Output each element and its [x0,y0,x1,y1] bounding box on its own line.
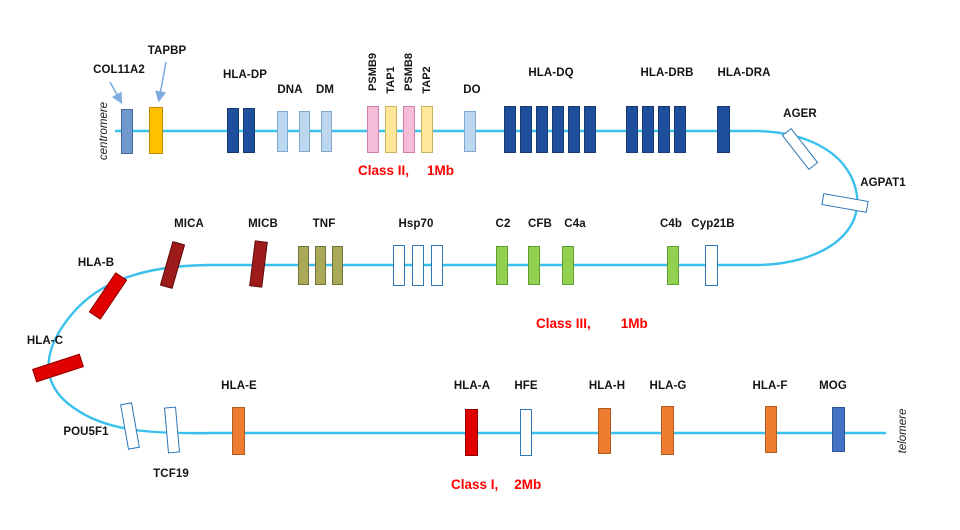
gene-tap1-box [385,106,397,153]
class-iii-region-label: Class III, 1Mb [536,316,648,331]
telomere-label: telomere [897,408,909,454]
gene-hla-drb-box-4 [674,106,686,153]
gene-dna-label: DNA [277,84,303,96]
gene-hla-f-label: HLA-F [752,380,788,392]
gene-hla-g-label: HLA-G [649,380,687,392]
gene-tnf-box-3 [332,246,343,285]
gene-hla-b-label: HLA-B [77,257,115,269]
col11a2-pointer-arrow [109,81,123,105]
gene-micb-label: MICB [248,218,278,230]
class-ii-size: 1Mb [427,163,455,178]
gene-col11a2-box [121,109,133,154]
gene-c4b-box [667,246,679,285]
gene-c2-box [496,246,508,285]
gene-tap1-label: TAP1 [385,66,397,94]
gene-c4a-label: C4a [564,218,586,230]
gene-tnf-label: TNF [312,218,336,230]
gene-hla-e-box [232,407,245,455]
gene-hla-c-label: HLA-C [26,335,64,347]
gene-hla-f-box [765,406,777,453]
gene-tnf-box-2 [315,246,326,285]
gene-cfb-label: CFB [528,218,552,230]
gene-psmb9-box [367,106,379,153]
gene-dna-box-2 [299,111,310,152]
gene-mica-label: MICA [174,218,204,230]
gene-hla-dq-box-3 [536,106,548,153]
gene-psmb8-label: PSMB8 [403,53,415,91]
gene-psmb9-label: PSMB9 [367,53,379,91]
gene-hla-dra-box [717,106,730,153]
gene-psmb8-box [403,106,415,153]
gene-dm-label: DM [315,84,335,96]
gene-hla-drb-box-1 [626,106,638,153]
gene-hla-dq-box-5 [568,106,580,153]
gene-hsp70-box-3 [431,245,443,286]
gene-c2-label: C2 [495,218,511,230]
gene-agpat1-label: AGPAT1 [860,177,906,189]
gene-hla-dq-box-6 [584,106,596,153]
gene-hla-g-box [661,406,674,455]
class-ii-name: Class II, [358,163,410,178]
chromosome-line [47,129,886,435]
gene-hla-a-box [465,409,478,456]
gene-hsp70-label: Hsp70 [398,218,434,230]
class-iii-size: 1Mb [620,316,648,331]
gene-hsp70-box-1 [393,245,405,286]
gene-pou5f1-label: POU5F1 [63,426,109,438]
gene-hla-e-label: HLA-E [221,380,257,392]
class-iii-name: Class III, [536,316,591,331]
gene-do-box [464,111,476,152]
class-ii-region-label: Class II, 1Mb [358,163,454,178]
gene-hla-dp-box-1 [227,108,239,153]
gene-tnf-box-1 [298,246,309,285]
gene-ager-label: AGER [783,108,817,120]
gene-tap2-label: TAP2 [421,66,433,94]
gene-hla-dq-box-1 [504,106,516,153]
gene-cfb-box [528,246,540,285]
gene-hla-h-label: HLA-H [588,380,626,392]
gene-mog-label: MOG [819,380,847,392]
class-i-region-label: Class I, 2Mb [451,477,541,492]
class-i-size: 2Mb [514,477,542,492]
class-i-name: Class I, [451,477,499,492]
gene-hfe-box [520,409,532,456]
gene-hla-drb-label: HLA-DRB [640,67,694,79]
gene-hla-drb-box-3 [658,106,670,153]
gene-hla-dq-box-2 [520,106,532,153]
gene-hla-dq-label: HLA-DQ [528,67,574,79]
gene-mog-box [832,407,845,452]
gene-hla-dp-label: HLA-DP [222,69,268,81]
gene-do-label: DO [463,84,481,96]
gene-hla-drb-box-2 [642,106,654,153]
gene-c4a-box [562,246,574,285]
gene-hfe-label: HFE [514,380,538,392]
centromere-label: centromere [98,101,110,161]
gene-dm-box [321,111,332,152]
gene-tapbp-label: TAPBP [147,45,187,57]
gene-col11a2-label: COL11A2 [93,64,145,76]
gene-cyp21b-label: Cyp21B [691,218,735,230]
gene-hla-a-label: HLA-A [453,380,491,392]
gene-hla-h-box [598,408,611,454]
gene-hla-dq-box-4 [552,106,564,153]
gene-tapbp-box [149,107,163,154]
gene-hla-dra-label: HLA-DRA [717,67,771,79]
gene-hsp70-box-2 [412,245,424,286]
gene-tcf19-label: TCF19 [153,468,189,480]
gene-cyp21b-box [705,245,718,286]
gene-dna-box-1 [277,111,288,152]
gene-hla-dp-box-2 [243,108,255,153]
gene-c4b-label: C4b [659,218,683,230]
gene-tap2-box [421,106,433,153]
tapbp-pointer-arrow [155,61,167,103]
